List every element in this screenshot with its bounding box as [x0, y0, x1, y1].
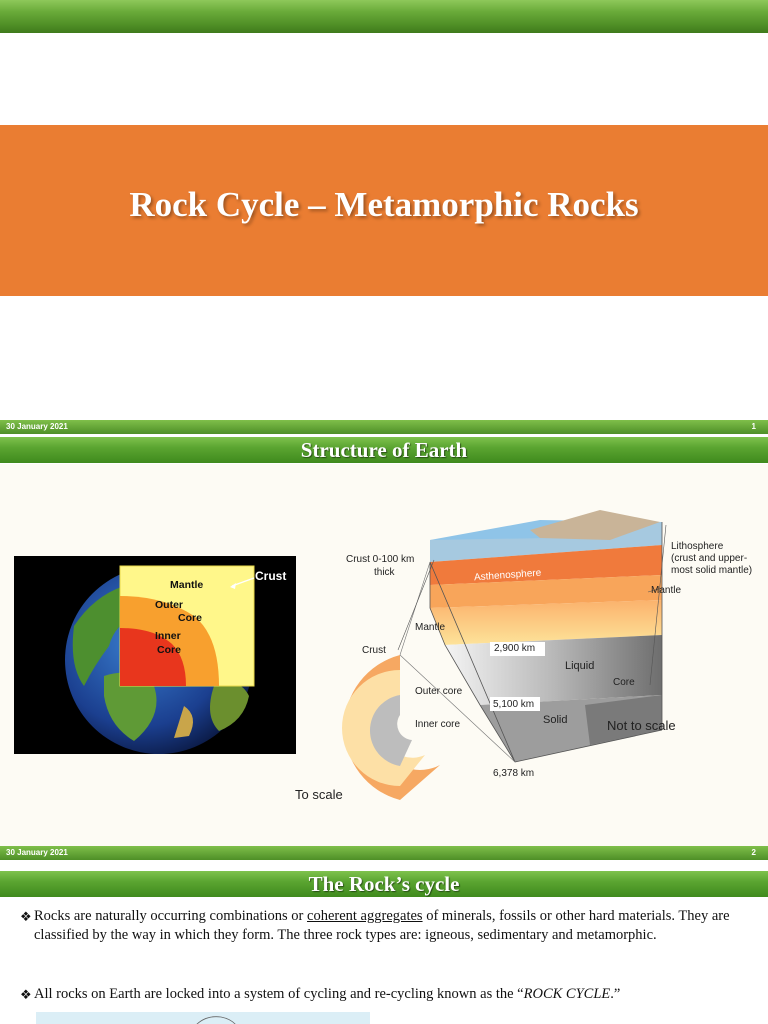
- top-green-bar: [0, 0, 768, 33]
- globe-label-inner: Inner: [155, 630, 181, 642]
- label-lithosphere-desc-2: most solid mantle): [671, 565, 753, 576]
- label-liquid: Liquid: [565, 660, 595, 672]
- paragraph-text: All rocks on Earth are locked into a sys…: [34, 986, 524, 1002]
- slide-3-title: The Rock’s cycle: [308, 872, 460, 896]
- label-depth-5100: 5,100 km: [493, 699, 535, 710]
- bullet-diamond-icon: ❖: [20, 987, 32, 1002]
- bullet-diamond-icon: ❖: [20, 909, 32, 924]
- title-banner: Rock Cycle – Metamorphic Rocks: [0, 125, 768, 296]
- label-mantle-right: Mantle: [651, 585, 682, 596]
- slide-3-title-bar: The Rock’s cycle: [0, 871, 768, 897]
- globe-label-crust: Crust: [255, 569, 287, 583]
- coherent-aggregates-link[interactable]: coherent aggregates: [307, 908, 423, 924]
- label-outer-core: Outer core: [415, 686, 463, 697]
- slide-2-title-bar: Structure of Earth: [0, 437, 768, 463]
- slide-footer-2: 30 January 2021 2: [0, 846, 768, 860]
- paragraph-text: .”: [610, 986, 621, 1002]
- footer-date: 30 January 2021: [6, 848, 68, 857]
- paragraph-text: Rocks are naturally occurring combinatio…: [34, 908, 308, 924]
- footer-date: 30 January 2021: [6, 422, 68, 431]
- earth-globe-image: Crust Mantle Outer Core Inner Core: [14, 556, 296, 754]
- label-core: Core: [613, 677, 635, 688]
- label-crust: Crust: [362, 645, 386, 656]
- slide-title: Rock Cycle – Metamorphic Rocks: [129, 185, 639, 224]
- slide-footer-1: 30 January 2021 1: [0, 420, 768, 434]
- label-depth-6378: 6,378 km: [493, 768, 535, 779]
- paragraph-rock-definition: ❖ Rocks are naturally occurring combinat…: [20, 907, 760, 945]
- label-crust-thick: thick: [374, 567, 395, 578]
- label-lithosphere-desc-1: (crust and upper-: [671, 553, 748, 564]
- rock-cycle-diagram-preview: [36, 1012, 370, 1024]
- paragraph-text: of minerals, fossils or other hard mater…: [34, 908, 730, 943]
- label-lithosphere: Lithosphere: [671, 541, 724, 552]
- paragraph-rock-cycle: ❖ All rocks on Earth are locked into a s…: [20, 985, 760, 1004]
- label-solid: Solid: [543, 714, 568, 726]
- footer-page-number: 2: [751, 848, 756, 857]
- label-to-scale: To scale: [295, 787, 343, 802]
- label-mantle-left: Mantle: [415, 622, 446, 633]
- earth-cross-section-diagram: [342, 510, 667, 800]
- label-not-to-scale: Not to scale: [607, 718, 676, 733]
- globe-label-inner-core: Core: [157, 644, 181, 656]
- slide-2-title: Structure of Earth: [300, 438, 468, 462]
- label-depth-2900: 2,900 km: [494, 643, 536, 654]
- label-inner-core: Inner core: [415, 719, 461, 730]
- rock-cycle-emphasis: ROCK CYCLE: [523, 986, 611, 1002]
- globe-label-mantle: Mantle: [170, 579, 204, 591]
- label-crust-thickness: Crust 0-100 km: [346, 554, 415, 565]
- globe-label-outer-core: Core: [178, 612, 202, 624]
- footer-page-number: 1: [751, 422, 756, 431]
- globe-label-outer: Outer: [155, 599, 184, 611]
